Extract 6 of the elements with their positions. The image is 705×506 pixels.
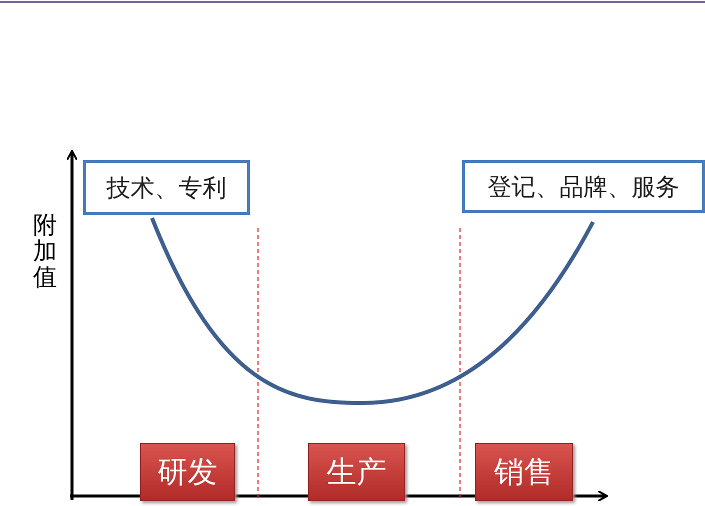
stage-box: 研发 — [140, 443, 235, 501]
stage-box: 生产 — [308, 443, 405, 501]
stage-box: 销售 — [475, 443, 573, 501]
axis-label: 附加值 — [32, 212, 58, 290]
text-box: 登记、品牌、服务 — [462, 160, 705, 213]
text-box: 技术、专利 — [83, 160, 250, 215]
